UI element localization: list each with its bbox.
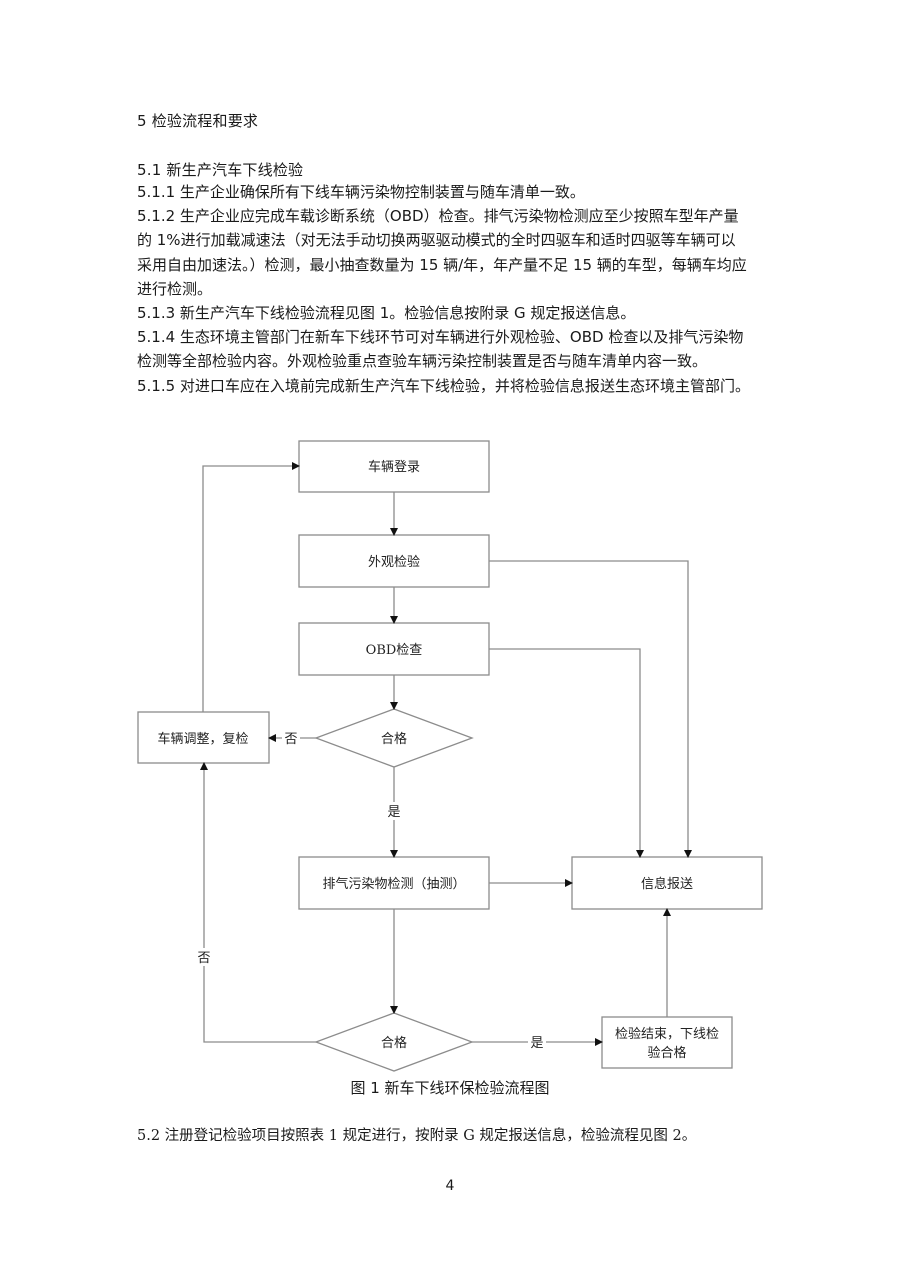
edge-obd-report bbox=[489, 648, 644, 858]
paragraph-5-1-5: 5.1.5 对进口车应在入境前完成新生产汽车下线检验，并将检验信息报送生态环境主… bbox=[137, 376, 750, 395]
edge-label-d1-yes: 是 bbox=[387, 805, 400, 820]
page-number: 4 bbox=[445, 1178, 455, 1194]
section-body: 5.1.1 生产企业确保所有下线车辆污染物控制装置与随车清单一致。 5.1.2 … bbox=[137, 180, 787, 398]
edge-visual-report bbox=[489, 560, 692, 858]
paragraph-5-1-4-cont: 检测等全部检验内容。外观检验重点查验车辆污染控制装置是否与随车清单内容一致。 bbox=[137, 352, 708, 371]
edge-adjust-register bbox=[202, 462, 300, 712]
paragraph-5-2: 5.2 注册登记检验项目按照表 1 规定进行，按附录 G 规定报送信息，检验流程… bbox=[137, 1128, 697, 1144]
label-decision2: 合格 bbox=[381, 1035, 407, 1051]
node-register bbox=[298, 440, 490, 493]
label-visual: 外观检验 bbox=[368, 554, 420, 570]
node-end bbox=[601, 1016, 733, 1069]
node-visual bbox=[298, 534, 490, 588]
edge-label-d2-no: 否 bbox=[197, 951, 210, 966]
paragraph-5-1-2-cont: 的 1%进行加载减速法（对无法手动切换两驱驱动模式的全时四驱车和适时四驱等车辆可… bbox=[137, 231, 736, 250]
paragraph-5-1-2-cont: 采用自由加速法。）检测，最小抽查数量为 15 辆/年，年产量不足 15 辆的车型… bbox=[137, 255, 747, 274]
label-obd: OBD检查 bbox=[366, 643, 423, 658]
edge-label-d1-no: 否 bbox=[284, 732, 297, 747]
paragraph-5-1-3: 5.1.3 新生产汽车下线检验流程见图 1。检验信息按附录 G 规定报送信息。 bbox=[137, 304, 636, 323]
paragraph-5-1-2-cont: 进行检测。 bbox=[137, 279, 213, 298]
node-report bbox=[571, 856, 763, 910]
paragraph-5-1-4: 5.1.4 生态环境主管部门在新车下线环节可对车辆进行外观检验、OBD 检查以及… bbox=[137, 328, 744, 347]
subsection-heading: 5.1 新生产汽车下线检验 bbox=[137, 161, 304, 179]
label-decision1: 合格 bbox=[381, 731, 407, 747]
paragraph-5-1-1: 5.1.1 生产企业确保所有下线车辆污染物控制装置与随车清单一致。 bbox=[137, 183, 585, 201]
node-decision2 bbox=[314, 1012, 474, 1072]
label-end-line2: 验合格 bbox=[647, 1045, 686, 1061]
section-heading: 5 检验流程和要求 bbox=[137, 112, 259, 130]
figure-caption: 图 1 新车下线环保检验流程图 bbox=[350, 1079, 550, 1097]
edge-decision2-adjust bbox=[200, 762, 316, 1043]
label-register: 车辆登录 bbox=[368, 459, 420, 475]
label-adjust: 车辆调整，复检 bbox=[157, 731, 248, 747]
label-report: 信息报送 bbox=[641, 876, 693, 892]
label-exhaust: 排气污染物检测（抽测） bbox=[322, 876, 465, 892]
node-exhaust bbox=[298, 856, 490, 910]
edge-label-d2-yes: 是 bbox=[530, 1036, 543, 1051]
label-end-line1: 检验结束，下线检 bbox=[615, 1026, 719, 1042]
paragraph-5-1-2: 5.1.2 生产企业应完成车载诊断系统（OBD）检查。排气污染物检测应至少按照车… bbox=[137, 207, 739, 226]
